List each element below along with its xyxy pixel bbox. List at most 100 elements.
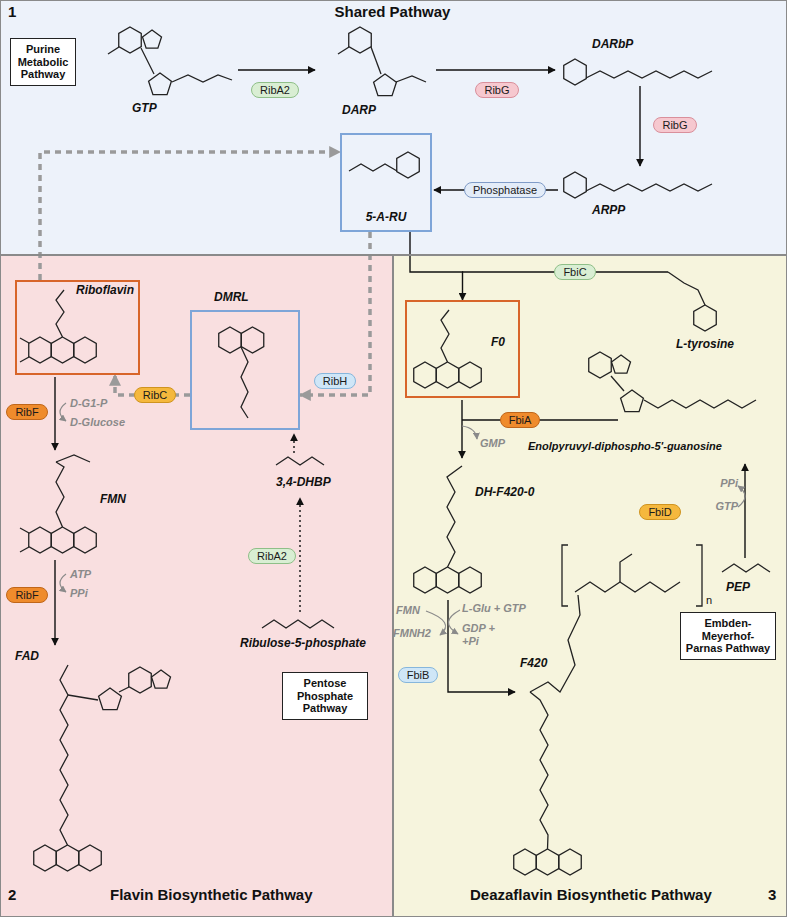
molecule-bond bbox=[56, 455, 90, 462]
molecule-ring bbox=[349, 27, 372, 53]
molecule-bond bbox=[575, 582, 680, 592]
molecule-bond bbox=[338, 47, 349, 54]
enzyme-name: RibC bbox=[143, 389, 167, 402]
repeat-index: n bbox=[706, 594, 712, 607]
molecule-ring bbox=[536, 849, 559, 875]
repeat-bracket bbox=[562, 545, 568, 606]
enzyme-name: RibA2 bbox=[257, 550, 287, 563]
enzyme-pill: FbiD bbox=[639, 504, 680, 521]
molecule-ring bbox=[436, 362, 459, 388]
panel-heading: Deazaflavin Biosynthetic Pathway bbox=[470, 886, 712, 903]
enzyme-pill: Phosphatase bbox=[464, 182, 546, 199]
molecule-bond bbox=[20, 547, 29, 552]
compound-label: ARPP bbox=[592, 204, 625, 218]
compound-label: DARP bbox=[342, 104, 376, 118]
molecule-ring bbox=[79, 845, 102, 871]
enzyme-pill: FbiA bbox=[500, 412, 541, 429]
pathway-name: Embden-Meyerhof-Parnas Pathway bbox=[684, 617, 772, 655]
molecule-ring bbox=[564, 59, 587, 85]
molecule-ring bbox=[564, 172, 587, 198]
enzyme-pill: RibH bbox=[314, 373, 356, 390]
cofactor-label: FMNH2 bbox=[393, 627, 431, 640]
reaction-arrow bbox=[54, 377, 55, 450]
compound-name: Riboflavin bbox=[76, 284, 134, 298]
molecule-bond bbox=[276, 457, 324, 465]
molecule-ring bbox=[34, 845, 57, 871]
compound-label: DARbP bbox=[592, 38, 633, 52]
enzyme-name: RibG bbox=[662, 119, 687, 132]
enzyme-name: FbiB bbox=[407, 669, 430, 682]
molecule-ring bbox=[119, 27, 142, 53]
molecule-ring bbox=[74, 527, 97, 553]
molecule-bond bbox=[586, 184, 712, 191]
molecule-bond bbox=[262, 620, 334, 628]
enzyme-name: Phosphatase bbox=[473, 184, 537, 197]
compound-name: DMRL bbox=[214, 291, 249, 305]
molecule-bond bbox=[644, 400, 756, 408]
molecule-bond bbox=[371, 47, 381, 74]
molecule-bond bbox=[20, 338, 29, 343]
cofactor-label: PPi bbox=[70, 587, 88, 600]
compound-label: DH-F420-0 bbox=[475, 486, 534, 500]
cofactor-label: L-Glu + GTP bbox=[462, 602, 526, 615]
reaction-arrow bbox=[54, 560, 55, 645]
enzyme-name: FbiC bbox=[563, 266, 586, 279]
molecule-ring bbox=[99, 688, 122, 710]
compound-label: F420 bbox=[520, 657, 547, 671]
enzyme-pill: FbiB bbox=[398, 667, 439, 684]
pathway-panel: 2Flavin Biosynthetic PathwayRiboflavinDM… bbox=[0, 255, 393, 917]
molecule-ring bbox=[56, 845, 79, 871]
molecule-ring bbox=[74, 337, 97, 363]
cofactor-label: GDP + +Pi bbox=[462, 622, 502, 647]
molecule-ring bbox=[29, 527, 52, 553]
cofactor-label: GMP bbox=[480, 437, 505, 450]
molecule-ring bbox=[241, 327, 264, 353]
enzyme-name: RibF bbox=[15, 589, 38, 602]
enzyme-pill: RibA2 bbox=[251, 82, 299, 99]
molecule-bond bbox=[108, 47, 119, 54]
molecule-ring bbox=[29, 337, 52, 363]
molecule-ring bbox=[611, 355, 630, 373]
pathway-box: Purine Metabolic Pathway bbox=[10, 38, 76, 86]
enzyme-pill: RibG bbox=[475, 82, 518, 99]
molecule-ring bbox=[142, 30, 161, 48]
molecule-ring bbox=[621, 390, 644, 412]
cofactor-label: ATP bbox=[70, 568, 91, 581]
compound-label: L-tyrosine bbox=[676, 338, 734, 352]
pathway-box: Embden-Meyerhof-Parnas Pathway bbox=[680, 612, 776, 660]
panel-heading: Shared Pathway bbox=[0, 3, 785, 20]
molecule-ring bbox=[51, 527, 74, 553]
compound-box: DMRL bbox=[190, 310, 300, 430]
molecule-bond bbox=[172, 75, 232, 82]
enzyme-pill: RibC bbox=[134, 387, 176, 404]
panel-heading: 2 bbox=[8, 886, 16, 903]
molecule-ring bbox=[414, 362, 437, 388]
molecule-bond bbox=[611, 376, 624, 391]
cofactor-label: FMN bbox=[396, 604, 420, 617]
side-arrow bbox=[448, 610, 460, 634]
enzyme-name: FbiA bbox=[509, 414, 532, 427]
molecule-ring bbox=[589, 352, 612, 378]
molecule-ring bbox=[219, 327, 242, 353]
molecule-bond bbox=[68, 695, 98, 700]
cofactor-label: D-G1-P bbox=[70, 397, 107, 410]
molecule-bond bbox=[396, 76, 426, 82]
molecule-ring bbox=[694, 305, 717, 331]
molecule-bond bbox=[447, 466, 462, 567]
compound-name: F0 bbox=[491, 336, 505, 350]
reaction-arrow bbox=[639, 86, 640, 166]
molecule-bond bbox=[349, 164, 397, 171]
side-arrow bbox=[738, 486, 745, 507]
molecule-ring bbox=[397, 152, 420, 178]
molecule-ring bbox=[436, 567, 459, 593]
molecule-bond bbox=[119, 687, 129, 692]
cofactor-label: PPi bbox=[720, 477, 738, 490]
molecule-bond bbox=[241, 347, 248, 418]
cofactor-label: GTP bbox=[715, 500, 738, 513]
molecule-bond bbox=[530, 692, 548, 849]
molecule-bond bbox=[20, 357, 29, 362]
reaction-arrow bbox=[299, 498, 300, 612]
panel-heading: 1 bbox=[8, 3, 16, 20]
molecule-ring bbox=[414, 567, 437, 593]
enzyme-pill: RibA2 bbox=[248, 548, 296, 565]
